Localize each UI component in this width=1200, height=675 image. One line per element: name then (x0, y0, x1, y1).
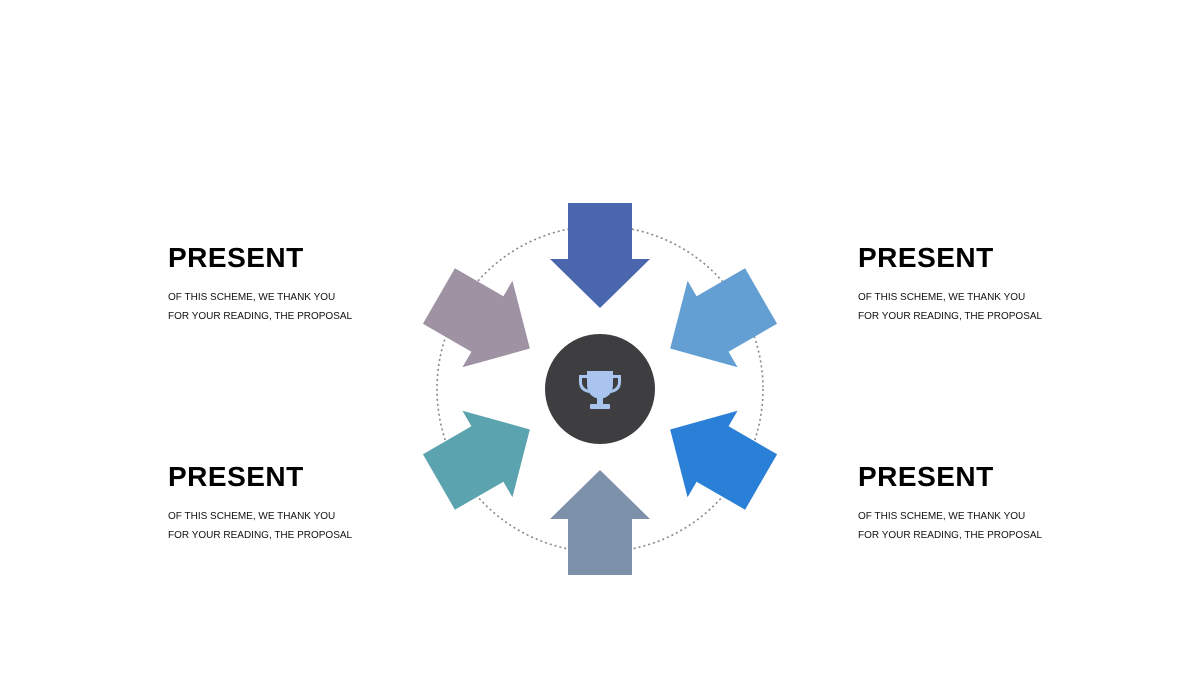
arrow-bottom (550, 470, 650, 575)
block-text-line-1: OF THIS SCHEME, WE THANK YOU (168, 292, 336, 303)
block-text-line-2: FOR YOUR READING, THE PROPOSAL (858, 311, 1043, 322)
block-text-line-2: FOR YOUR READING, THE PROPOSAL (858, 530, 1043, 541)
trophy-icon (579, 371, 621, 409)
arrow-lower-left (422, 410, 530, 510)
arrow-upper-left (422, 268, 530, 368)
arrow-top (550, 203, 650, 308)
text-block-bottom-left: PRESENT OF THIS SCHEME, WE THANK YOU FOR… (168, 461, 428, 545)
block-text-line-1: OF THIS SCHEME, WE THANK YOU (168, 511, 336, 522)
block-title: PRESENT (168, 461, 304, 492)
block-title: PRESENT (858, 242, 994, 273)
arrow-lower-right (670, 410, 778, 510)
block-text-line-2: FOR YOUR READING, THE PROPOSAL (168, 311, 353, 322)
block-text-line-2: FOR YOUR READING, THE PROPOSAL (168, 530, 353, 541)
arrow-upper-right (670, 268, 778, 368)
text-block-top-right: PRESENT OF THIS SCHEME, WE THANK YOU FOR… (858, 242, 1118, 326)
block-text-line-1: OF THIS SCHEME, WE THANK YOU (858, 292, 1026, 303)
block-title: PRESENT (858, 461, 994, 492)
text-block-bottom-right: PRESENT OF THIS SCHEME, WE THANK YOU FOR… (858, 461, 1118, 545)
text-block-top-left: PRESENT OF THIS SCHEME, WE THANK YOU FOR… (168, 242, 428, 326)
block-text-line-1: OF THIS SCHEME, WE THANK YOU (858, 511, 1026, 522)
block-title: PRESENT (168, 242, 304, 273)
